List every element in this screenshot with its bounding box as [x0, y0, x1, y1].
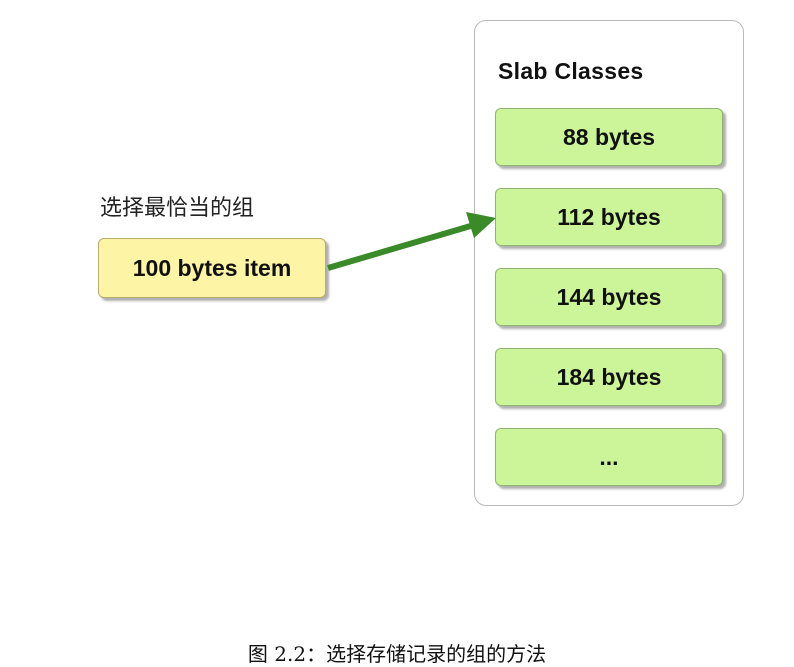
arrow-line [327, 222, 475, 271]
slab-class-box: ... [495, 428, 723, 486]
slab-class-box: 144 bytes [495, 268, 723, 326]
figure-caption: 图 2.2：选择存储记录的组的方法 [247, 642, 547, 666]
slab-classes-title: Slab Classes [498, 58, 644, 84]
slab-classes-container [474, 20, 744, 506]
slab-class-box: 112 bytes [495, 188, 723, 246]
slab-list: 88 bytes 112 bytes 144 bytes 184 bytes .… [495, 108, 725, 486]
item-box: 100 bytes item [98, 238, 326, 298]
item-label: 选择最恰当的组 [100, 196, 255, 221]
slab-class-box: 184 bytes [495, 348, 723, 406]
slab-class-box: 88 bytes [495, 108, 723, 166]
